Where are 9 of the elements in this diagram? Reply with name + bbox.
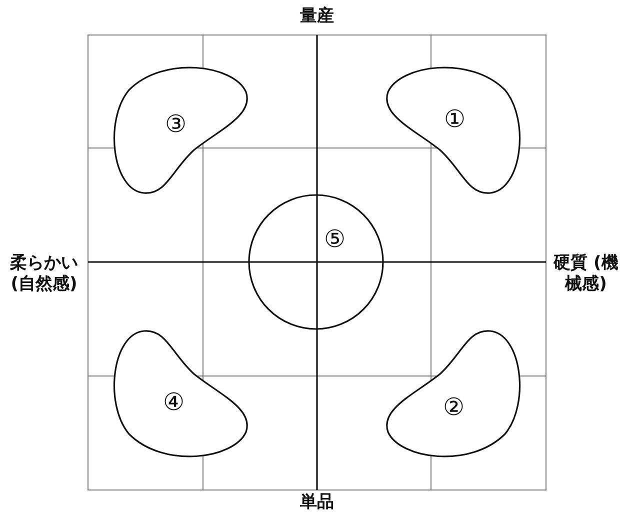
axis-label: 柔らかい (自然感) bbox=[9, 253, 79, 295]
axis-label: 単品 bbox=[299, 492, 335, 513]
region-number: ③ bbox=[165, 112, 187, 136]
region-number: ④ bbox=[163, 390, 185, 414]
axis-label: 硬質 (機械感) bbox=[552, 253, 620, 295]
region-number: ⑤ bbox=[324, 227, 346, 251]
region-number: ② bbox=[443, 395, 465, 419]
region-number: ① bbox=[444, 107, 466, 131]
axis-label: 量産 bbox=[299, 6, 335, 27]
